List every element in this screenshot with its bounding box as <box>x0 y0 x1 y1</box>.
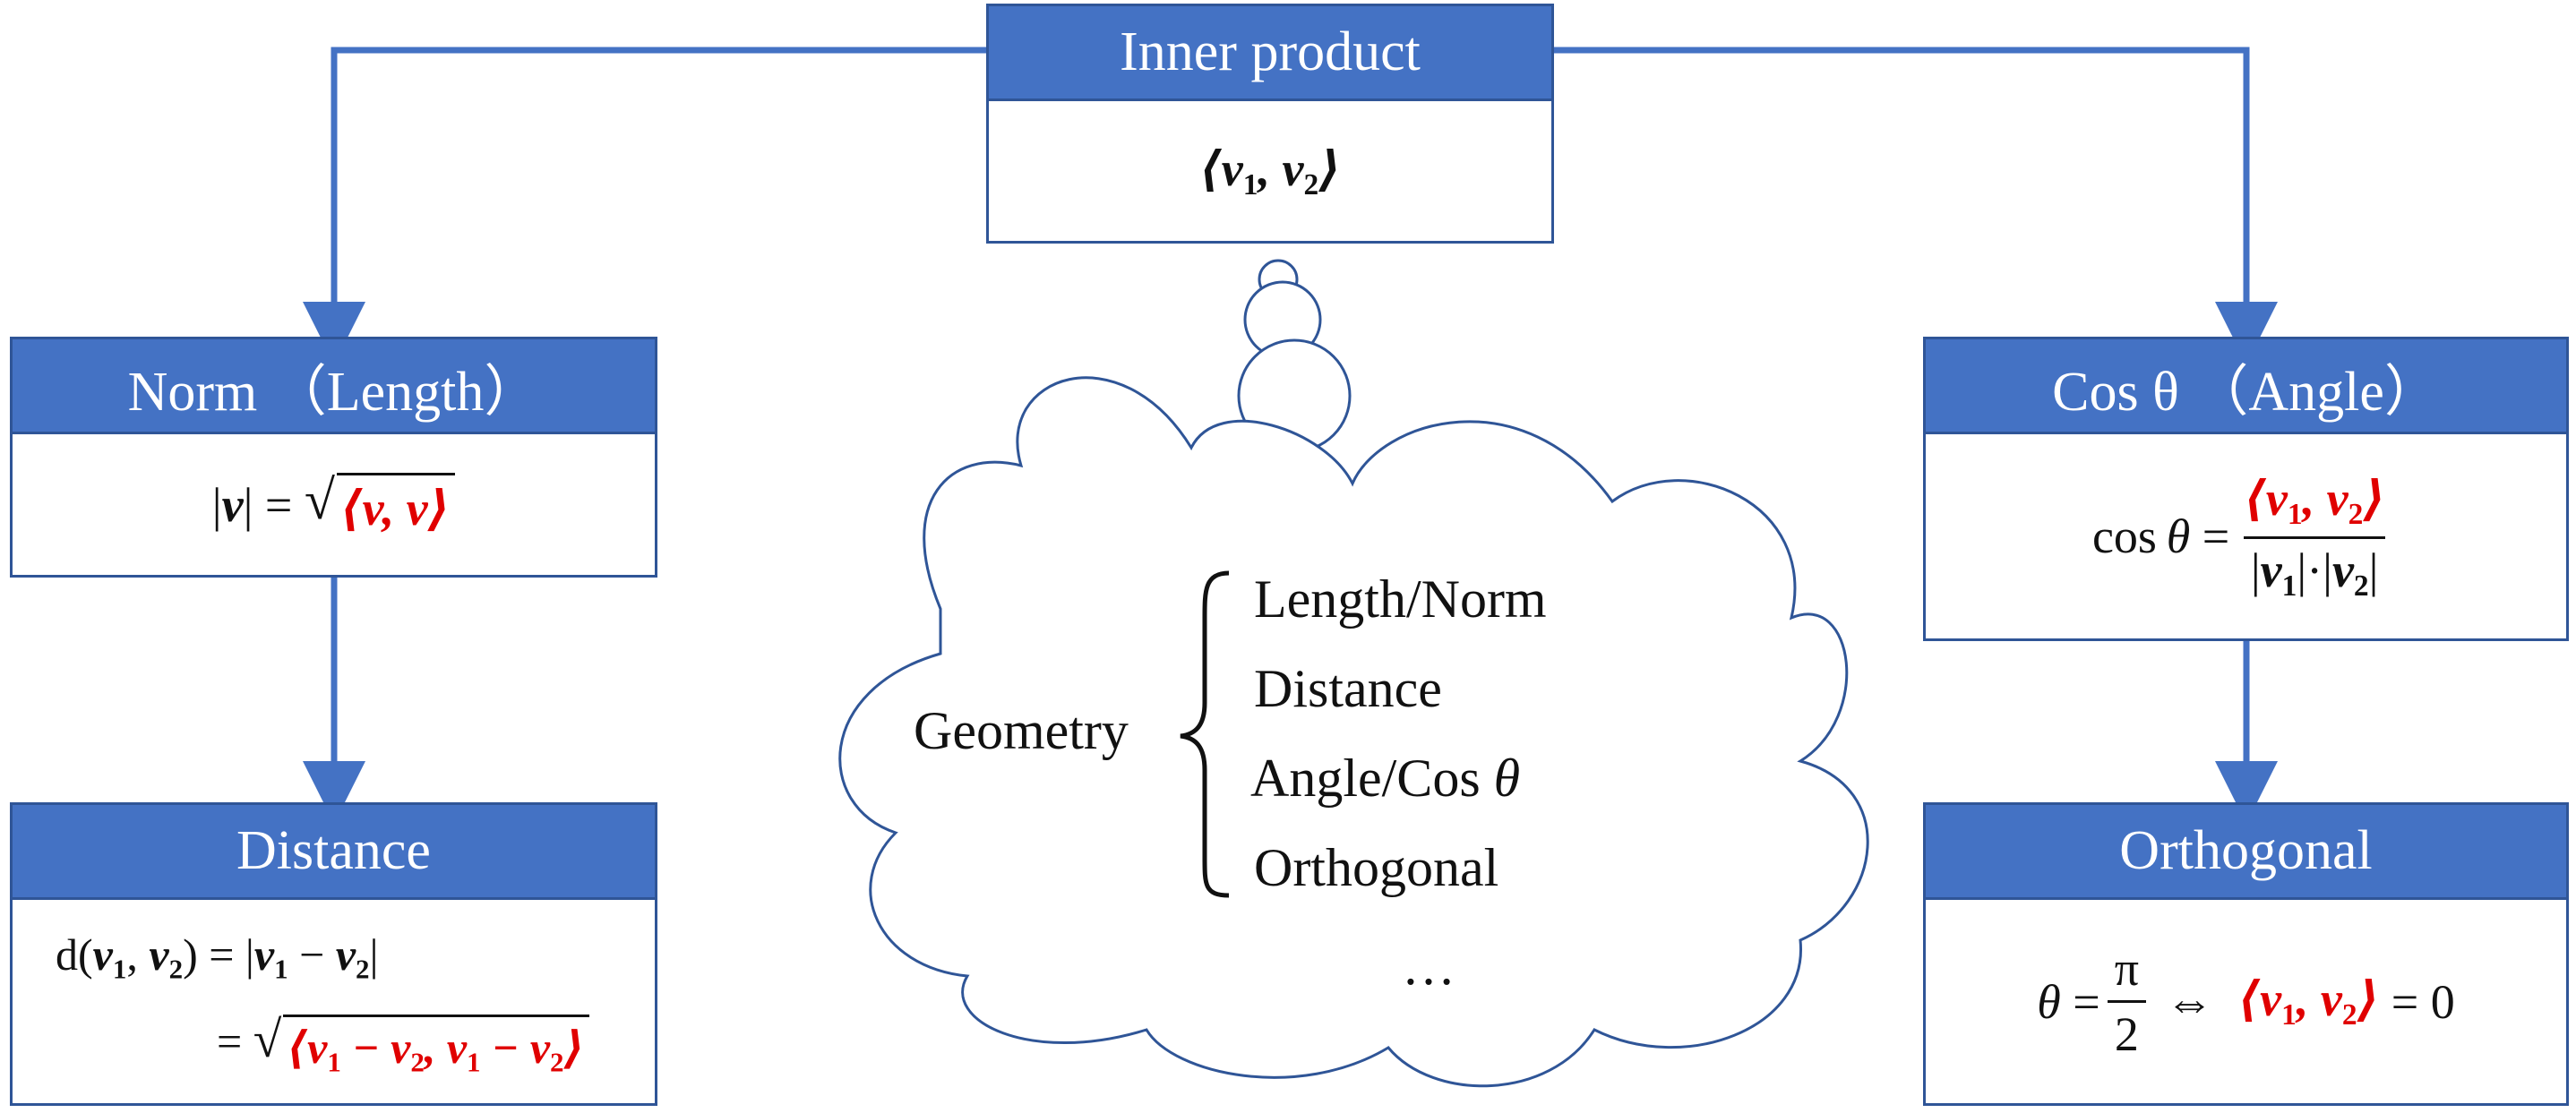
connector-inner-to-cos <box>1551 47 2278 364</box>
brace <box>1180 570 1230 898</box>
distance-box: Distance d(v1, v2) = |v1 − v2| = √⟨v1 − … <box>10 802 657 1106</box>
cos-title: Cos θ （Angle） <box>1926 339 2566 434</box>
inner-product-formula: ⟨v1, v2⟩ <box>1199 141 1341 202</box>
cloud-item-angle-cos: Angle/Cos θ <box>1250 749 1521 808</box>
cloud-item-orthogonal: Orthogonal <box>1254 838 1499 897</box>
orthogonal-title: Orthogonal <box>1926 805 2566 900</box>
norm-formula: |v| = √⟨v, v⟩ <box>13 434 655 575</box>
norm-title: Norm （Length） <box>13 339 655 434</box>
distance-formula: d(v1, v2) = |v1 − v2| = √⟨v1 − v2, v1 − … <box>13 900 655 1103</box>
cos-box: Cos θ （Angle） cos θ = ⟨v1, v2⟩ |v1|·|v2| <box>1923 337 2569 641</box>
cloud-item-length-norm: Length/Norm <box>1254 569 1547 629</box>
inner-product-title: Inner product <box>989 6 1551 101</box>
distance-title: Distance <box>13 805 655 900</box>
cloud-label: Geometry <box>914 701 1129 760</box>
distance-formula-line1: d(v1, v2) = |v1 − v2| <box>56 929 379 985</box>
connector-inner-to-norm <box>303 47 987 364</box>
inner-product-box: Inner product ⟨v1, v2⟩ <box>986 4 1554 244</box>
thought-cloud <box>838 376 1869 1088</box>
norm-box: Norm （Length） |v| = √⟨v, v⟩ <box>10 337 657 578</box>
cos-formula: cos θ = ⟨v1, v2⟩ |v1|·|v2| <box>2091 472 2386 603</box>
distance-formula-line2: = √⟨v1 − v2, v1 − v2⟩ <box>217 1015 590 1078</box>
cloud-ellipsis: … <box>1402 937 1455 996</box>
cloud-item-distance: Distance <box>1254 659 1442 718</box>
